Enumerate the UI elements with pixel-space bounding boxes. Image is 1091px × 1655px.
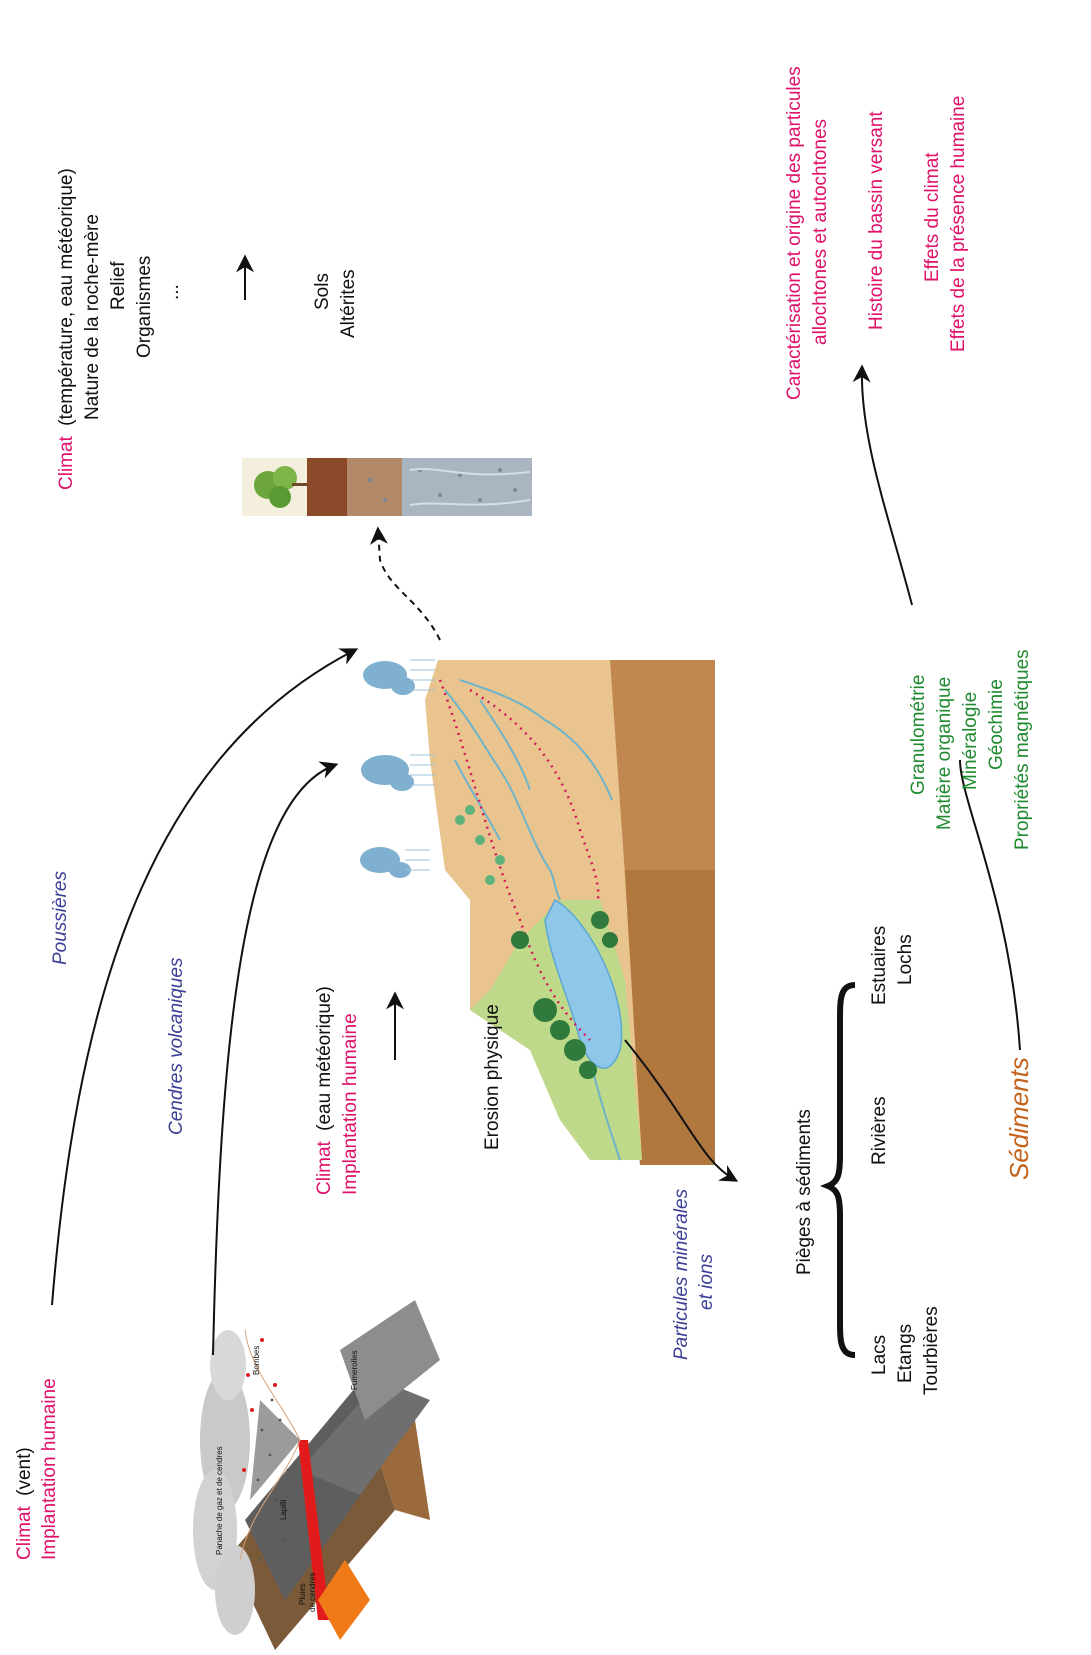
climate-water-detail: (eau météorique): [314, 986, 335, 1131]
analysis-granulometrie: Granulométrie: [908, 675, 929, 795]
analysis-geochimie: Géochimie: [986, 679, 1007, 770]
trap-lacs: Lacs: [869, 1335, 890, 1375]
outcome-caracterisation-2: allochtones et autochtones: [810, 119, 831, 345]
sediments-title: Sédiments: [1004, 1057, 1034, 1180]
trap-lochs: Lochs: [895, 934, 916, 985]
climate-water-title: Climat (eau météorique): [314, 986, 335, 1195]
label-particules-1: Particules minérales: [671, 1188, 692, 1360]
climate-water-human: Implantation humaine: [340, 1013, 361, 1195]
trap-rivieres: Rivières: [869, 1096, 890, 1165]
arrow-outcomes: [852, 364, 913, 606]
label-fumerolles: Fumerolles: [350, 1350, 359, 1390]
trap-estuaires: Estuaires: [869, 926, 890, 1005]
trap-etangs: Etangs: [895, 1324, 916, 1383]
soil-factor-organismes: Organismes: [134, 256, 155, 358]
connectors: [51, 254, 1021, 1356]
outcome-caracterisation-1: Caractérisation et origine des particule…: [784, 66, 805, 400]
climate-wind-climat: Climat: [14, 1505, 35, 1560]
outcome-effets-climat: Effets du climat: [922, 152, 943, 282]
soil-profile-illustration: [242, 458, 532, 516]
soil-factor-roche: Nature de la roche-mère: [82, 214, 103, 420]
climate-water-climat: Climat: [314, 1140, 335, 1195]
climate-wind-human: Implantation humaine: [39, 1378, 60, 1560]
watershed-illustration: [360, 659, 715, 1165]
label-panache: Panache de gaz et de cendres: [215, 1446, 224, 1555]
label-particules-2: et ions: [696, 1254, 717, 1310]
soil-factor-climat-word: Climat: [56, 435, 77, 490]
soil-factor-relief: Relief: [108, 261, 129, 310]
soil-factor-climat: Climat (température, eau météorique): [56, 168, 77, 490]
label-pluies-2: de cendres: [308, 1572, 317, 1612]
label-lapilli: Lapilli: [279, 1499, 288, 1520]
soil-factor-climat-detail: (température, eau météorique): [56, 168, 77, 426]
soil-factor-etc: ...: [162, 284, 183, 300]
curve-sediments-to-analysis: [959, 759, 1021, 1051]
outcome-effets-humain: Effets de la présence humaine: [948, 96, 969, 352]
arrow-poussieres: [51, 648, 359, 1306]
label-alterites: Altérites: [338, 269, 359, 338]
analysis-proprietes-magnetiques: Propriétés magnétiques: [1012, 649, 1033, 850]
climate-wind-detail: (vent): [14, 1447, 35, 1496]
outcome-histoire: Histoire du bassin versant: [866, 111, 887, 330]
label-pluies-1: Pluies: [298, 1583, 307, 1605]
volcano-illustration: Bombes Fumerolles Panache de gaz et de c…: [193, 1300, 440, 1650]
arrow-soil-dashed: [369, 526, 441, 641]
traps-title: Pièges à sédiments: [794, 1109, 815, 1275]
analysis-matiere-organique: Matière organique: [934, 677, 955, 830]
label-bombes: Bombes: [252, 1346, 261, 1375]
trap-tourbieres: Tourbières: [921, 1306, 942, 1395]
label-cendres-volcaniques: Cendres volcaniques: [166, 957, 187, 1135]
arrow-cendres: [212, 761, 339, 1356]
analysis-mineralogie: Minéralogie: [960, 692, 981, 790]
label-sols: Sols: [312, 273, 333, 310]
label-poussieres: Poussières: [50, 871, 71, 965]
arrow-particules: [624, 1039, 739, 1182]
label-erosion: Erosion physique: [482, 1004, 503, 1150]
climate-wind-title: Climat (vent): [14, 1447, 35, 1560]
traps-brace: [819, 982, 856, 1358]
